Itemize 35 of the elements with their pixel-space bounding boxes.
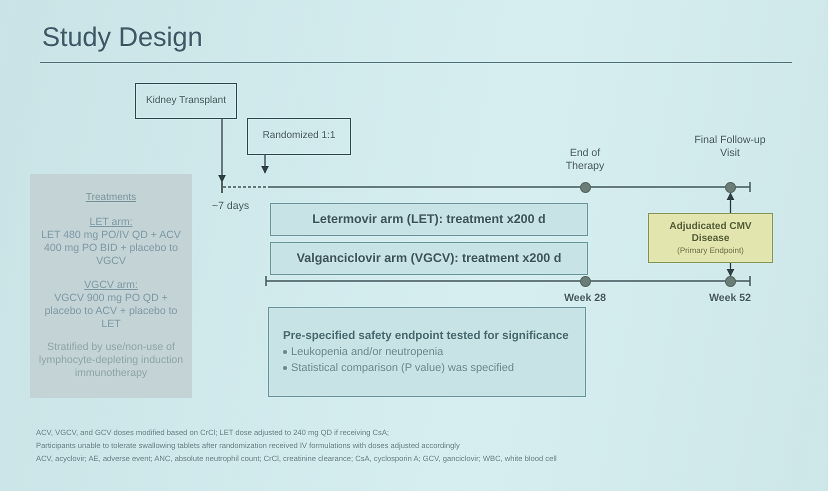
timepoint-label: Final Follow-up Visit [693,134,767,160]
bullet-item: Statistical comparison (P value) was specified [291,361,514,376]
box-text: (Primary Endpoint) [677,246,744,256]
timeline-dot [580,276,591,287]
timepoint-label: End of Therapy [564,147,606,174]
bullet-item: Leukopenia and/or neutropenia [291,344,444,360]
process-box [135,83,237,119]
box-heading: Valganciclovir arm (VGCV): treatment x200 d [296,250,562,266]
box-heading: Treatments [86,192,136,204]
arrow [218,119,226,183]
box-text: LET arm: [90,216,132,230]
timepoint-label: Week 52 [708,292,752,306]
slide-title: Study Design [42,22,203,53]
arrow [726,263,734,277]
timeline-dot [580,182,591,193]
timepoint-label: Week 28 [563,292,607,306]
study-arm-bar [270,203,588,236]
box-heading: Randomized 1:1 [262,130,336,143]
timeline-tick [221,182,223,193]
endpoint-box [648,213,773,263]
box-heading: Adjudicated CMV Disease [668,220,753,246]
box-heading: Letermovir arm (LET): treatment x200 d [312,212,546,228]
box-heading: Kidney Transplant [146,94,226,108]
study-arm-bar [270,242,588,275]
box-heading: Pre-specified safety endpoint tested for significance [283,328,569,343]
box-text: VGCV 900 mg PO QD + placebo to ACV + placebo to LET [44,292,178,332]
arrow [726,192,734,213]
process-box [247,118,351,155]
arrow [261,155,269,174]
timeline-dot [725,182,736,193]
box-text: VGCV arm: [84,278,138,292]
safety-endpoint-box [268,307,586,397]
box-text: LET 480 mg PO/IV QD + ACV 400 mg PO BID + placebo to VGCV [40,229,182,269]
time-label: ~7 days [212,200,250,212]
timeline-dot [725,276,736,287]
